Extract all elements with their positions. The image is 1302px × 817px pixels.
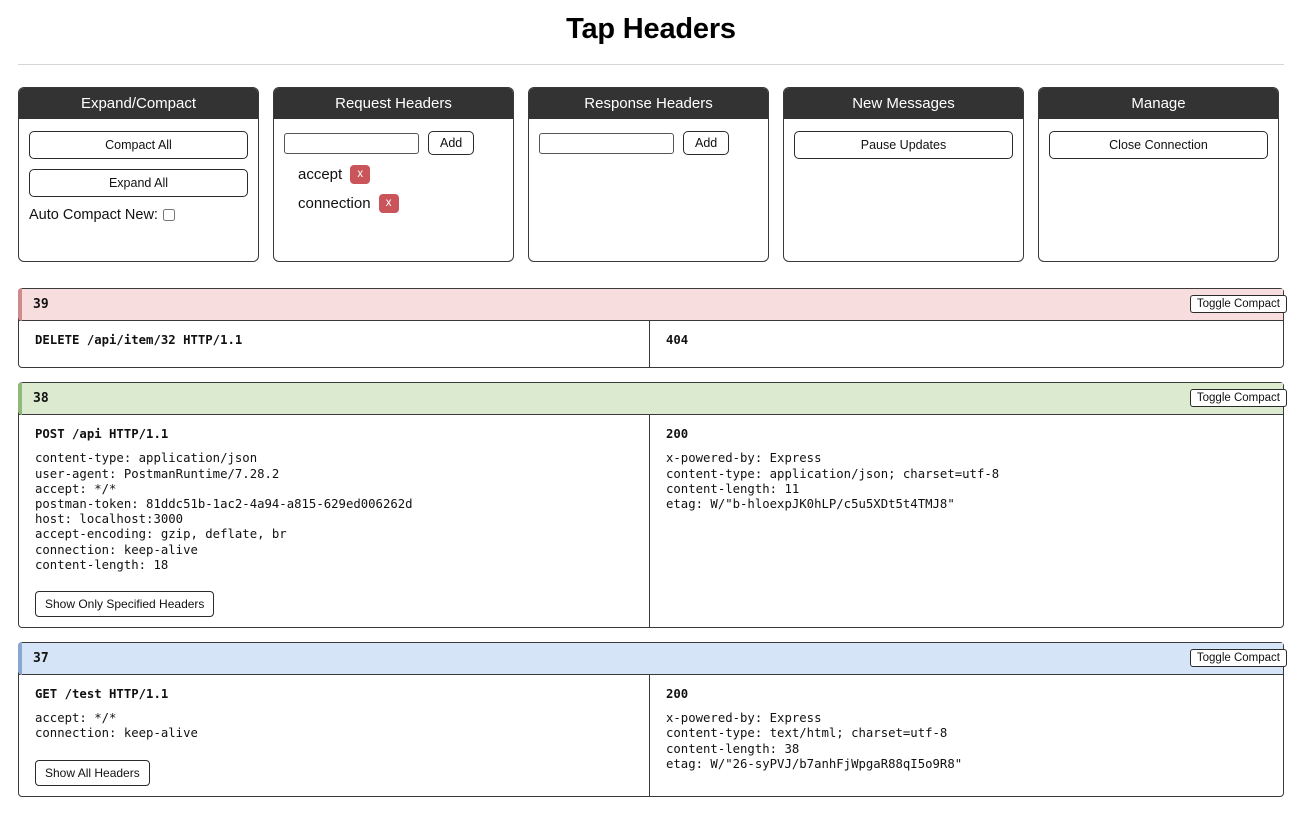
- message-body: DELETE /api/item/32 HTTP/1.1 404: [19, 321, 1283, 368]
- panel-title-manage: Manage: [1039, 88, 1278, 119]
- response-column: 200 x-powered-by: Express content-type: …: [650, 415, 1283, 627]
- panel-manage: Manage Close Connection: [1038, 87, 1279, 262]
- spacer: [35, 742, 639, 756]
- message-id: 38: [33, 391, 49, 407]
- request-header-input[interactable]: [284, 132, 419, 154]
- request-headers-block: content-type: application/json user-agen…: [35, 451, 413, 572]
- panel-title-expand-compact: Expand/Compact: [19, 88, 258, 119]
- status-accent-bar: [18, 642, 22, 676]
- panel-request-headers: Request Headers Add accept x connection …: [273, 87, 514, 262]
- request-header-tag-list: accept x connection x: [284, 165, 503, 213]
- response-status: 404: [666, 333, 689, 347]
- request-header-tag-name: accept: [298, 166, 343, 183]
- panel-title-new-messages: New Messages: [784, 88, 1023, 119]
- request-start-line: POST /api HTTP/1.1: [35, 427, 169, 442]
- panel-expand-compact: Expand/Compact Compact All Expand All Au…: [18, 87, 259, 262]
- pause-updates-button[interactable]: Pause Updates: [794, 131, 1013, 159]
- panel-body-new-messages: Pause Updates: [784, 119, 1023, 261]
- message-header: 39 Toggle Compact: [18, 288, 1287, 321]
- remove-icon[interactable]: x: [378, 194, 399, 213]
- toggle-compact-button[interactable]: Toggle Compact: [1189, 649, 1287, 668]
- title-divider: [18, 64, 1284, 65]
- request-header-tag-name: connection: [298, 195, 371, 212]
- request-column: DELETE /api/item/32 HTTP/1.1: [19, 321, 650, 368]
- response-status: 200: [666, 427, 689, 442]
- message-body: GET /test HTTP/1.1 accept: */* connectio…: [19, 675, 1283, 796]
- list-item: accept x: [284, 165, 503, 184]
- response-status: 200: [666, 687, 689, 702]
- request-header-add-button[interactable]: Add: [428, 131, 475, 155]
- response-header-input[interactable]: [539, 132, 674, 154]
- panel-title-request-headers: Request Headers: [274, 88, 513, 119]
- compact-all-button[interactable]: Compact All: [29, 131, 248, 159]
- message-body: POST /api HTTP/1.1 content-type: applica…: [19, 415, 1283, 628]
- spacer: [35, 573, 639, 587]
- toggle-compact-button[interactable]: Toggle Compact: [1189, 295, 1287, 313]
- message-entry: 38 Toggle Compact POST /api HTTP/1.1 con…: [18, 382, 1287, 629]
- response-header-add-button[interactable]: Add: [683, 131, 730, 155]
- response-header-add-row: Add: [539, 131, 758, 155]
- remove-icon[interactable]: x: [350, 165, 371, 184]
- message-entry: 39 Toggle Compact DELETE /api/item/32 HT…: [18, 288, 1287, 369]
- message-entry: 37 Toggle Compact GET /test HTTP/1.1 acc…: [18, 642, 1287, 797]
- list-item: connection x: [284, 194, 503, 213]
- show-all-headers-button[interactable]: Show All Headers: [35, 759, 150, 786]
- panel-body-response-headers: Add: [529, 119, 768, 261]
- request-start-line: GET /test HTTP/1.1: [35, 687, 169, 702]
- request-column: POST /api HTTP/1.1 content-type: applica…: [19, 415, 650, 628]
- status-accent-bar: [18, 288, 22, 321]
- message-id: 39: [33, 297, 49, 312]
- toggle-compact-button[interactable]: Toggle Compact: [1189, 389, 1287, 408]
- auto-compact-new-row[interactable]: Auto Compact New:: [29, 207, 248, 223]
- status-accent-bar: [18, 382, 22, 416]
- message-id: 37: [33, 651, 49, 667]
- response-column: 200 x-powered-by: Express content-type: …: [650, 675, 1283, 796]
- auto-compact-new-label: Auto Compact New:: [29, 207, 158, 223]
- panel-title-response-headers: Response Headers: [529, 88, 768, 119]
- message-list: 39 Toggle Compact DELETE /api/item/32 HT…: [0, 262, 1302, 797]
- request-header-add-row: Add: [284, 131, 503, 155]
- panel-body-manage: Close Connection: [1039, 119, 1278, 261]
- show-only-specified-headers-button[interactable]: Show Only Specified Headers: [35, 591, 215, 618]
- message-header: 38 Toggle Compact: [18, 382, 1287, 416]
- response-column: 404: [650, 321, 1283, 367]
- control-panels: Expand/Compact Compact All Expand All Au…: [0, 65, 1302, 262]
- expand-all-button[interactable]: Expand All: [29, 169, 248, 197]
- panel-new-messages: New Messages Pause Updates: [783, 87, 1024, 262]
- request-headers-block: accept: */* connection: keep-alive: [35, 711, 198, 741]
- page-title: Tap Headers: [566, 13, 736, 45]
- request-column: GET /test HTTP/1.1 accept: */* connectio…: [19, 675, 650, 796]
- auto-compact-new-checkbox[interactable]: [162, 209, 175, 221]
- close-connection-button[interactable]: Close Connection: [1049, 131, 1268, 159]
- request-start-line: DELETE /api/item/32 HTTP/1.1: [35, 333, 243, 347]
- panel-response-headers: Response Headers Add: [528, 87, 769, 262]
- panel-body-expand-compact: Compact All Expand All Auto Compact New:: [19, 119, 258, 261]
- panel-body-request-headers: Add accept x connection x: [274, 119, 513, 261]
- response-headers-block: x-powered-by: Express content-type: appl…: [666, 451, 1000, 512]
- message-header: 37 Toggle Compact: [18, 642, 1287, 676]
- response-headers-block: x-powered-by: Express content-type: text…: [666, 711, 963, 771]
